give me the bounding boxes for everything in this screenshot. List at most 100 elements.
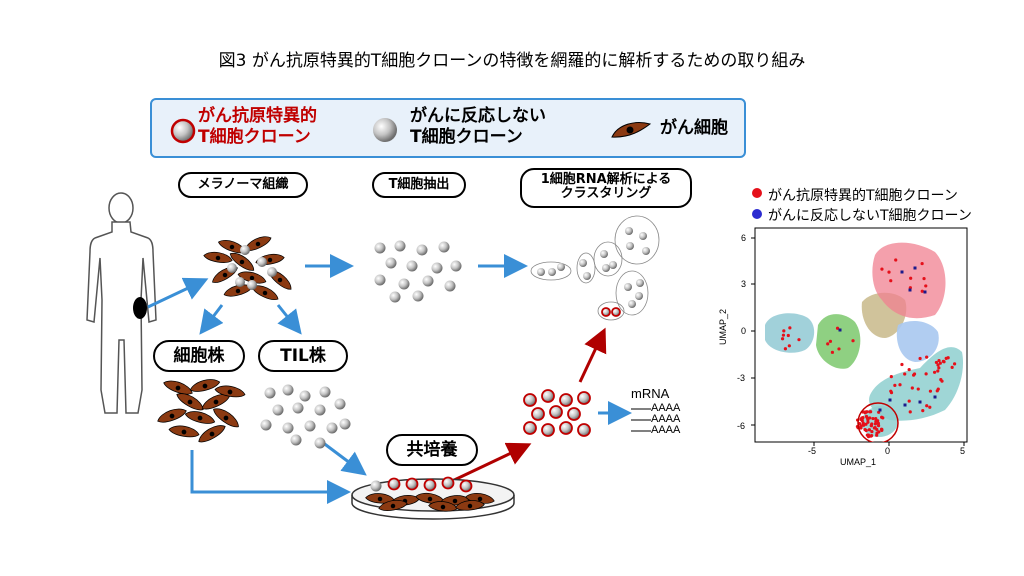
nonreactive-clone-dot [923,290,927,294]
specific-clone-dot [889,375,893,379]
specific-clone-dot [937,358,941,363]
specific-t-cell-icon [541,423,555,437]
umap-ticks [751,237,965,446]
specific-t-cell-icon [531,407,545,421]
melanoma-tissue-pill: メラノーマ組織 [178,172,308,198]
specific-t-cell-icon [601,307,611,317]
cancer-cell-icon [203,251,233,263]
specific-clone-dot [864,422,868,426]
specific-clone-dot [876,419,880,423]
t-cell-icon [537,268,545,276]
cancer-cell-icon [213,408,239,428]
cancer-cell-icon [163,380,193,395]
specific-clone-dot [944,356,948,360]
cancer-cell-icon [189,379,221,392]
t-cell-icon [385,257,397,269]
specific-clone-dot [851,339,855,343]
specific-clone-dot [874,417,878,421]
specific-clone-dot [868,416,872,420]
cluster-outline-specific [597,301,625,321]
cancer-cell-icon [378,499,408,511]
cancer-cell-nucleus [175,385,181,391]
specific-t-cell-icon [459,479,473,493]
specific-clone-dot [936,369,940,373]
specific-clone-dot [909,276,913,280]
legend-specific-label: がん抗原特異的 T細胞クローン [198,106,317,148]
t-cell-icon [548,268,556,276]
specific-clone-dot [873,422,878,426]
specific-clone-dot [782,329,786,333]
t-cell-icon [626,242,634,250]
t-cell-icon [628,300,636,308]
expanded-specific-clones [523,389,591,437]
specific-clone-dot [859,424,863,428]
umap-legend-specific: がん抗原特異的T細胞クローン [768,188,958,204]
specific-clone-dot [925,355,929,359]
mrna-label: mRNA [631,386,670,401]
specific-clone-dot [780,337,785,341]
cluster-teal [869,347,964,421]
specific-t-cell-icon [441,476,455,490]
til-line-pill: TIL株 [258,340,348,372]
cancer-cell-nucleus [477,496,483,502]
t-cell-icon [624,283,632,291]
cancer-cell-icon [184,411,216,424]
specific-clone-dot [835,326,840,330]
t-cell-icon [398,278,410,290]
specific-t-cell-icon [405,477,419,491]
specific-t-cell-icon [549,405,563,419]
nonreactive-clone-dot [908,288,912,292]
specific-clone-dot [918,356,922,361]
umap-legend-nonreactive: がんに反応しないT細胞クローン [768,208,972,224]
specific-clone-dot [786,333,790,338]
cancer-cell-icon [157,408,187,423]
specific-clone-dot [870,434,874,438]
specific-clone-dot [797,338,801,342]
cancer-cell-nucleus [181,429,187,435]
umap-ytick-0: 0 [741,326,747,336]
specific-clone-dot [922,276,926,281]
cancer-cell-nucleus [440,504,446,510]
cluster-outline [576,252,596,284]
cancer-cell-nucleus [427,496,433,502]
specific-clone-dot [900,362,904,367]
specific-clone-dot [916,387,920,391]
nonreactive-clone-dot [838,328,842,332]
specific-clone-dot [864,428,868,433]
specific-clone-dot [950,365,954,369]
specific-clone-dot [880,267,884,271]
cancer-cell-nucleus [213,399,219,405]
t-cell-icon [636,279,644,287]
cancer-cell-nucleus [377,496,383,502]
cluster-green [816,314,861,369]
specific-clone-dot [787,344,791,348]
specific-clone-dot [907,368,911,372]
specific-clone-dot [889,389,893,393]
umap-xtick-5: 5 [960,446,966,456]
t-cell-icon [292,402,304,414]
specific-t-cell-icon [559,393,573,407]
specific-clone-dot [868,410,872,414]
cancer-cell-icon [428,501,458,512]
t-cell-icon [602,264,610,272]
cancer-cell-nucleus [255,241,261,247]
petri-dish [351,476,515,520]
specific-clone-dot [864,414,869,419]
cancer-cell-icon [168,425,200,438]
specific-clone-dot [880,428,884,433]
cancer-cell-icon [244,236,272,251]
t-cell-icon [314,437,326,449]
specific-t-cell-icon [567,407,581,421]
t-cell-icon [639,232,647,240]
t-cell-icon [326,422,338,434]
t-cell-icon [272,404,284,416]
t-cell-icon [422,275,434,287]
cancer-cell-nucleus [235,288,241,294]
specific-clone-dot [783,347,788,351]
specific-t-cell-icon [577,423,591,437]
nonreactive-clone-dot [933,395,937,399]
t-cell-icon [450,260,462,272]
specific-clone-dot [937,366,941,370]
t-cell-icon [334,398,346,410]
cancer-cell-icon [229,252,255,271]
